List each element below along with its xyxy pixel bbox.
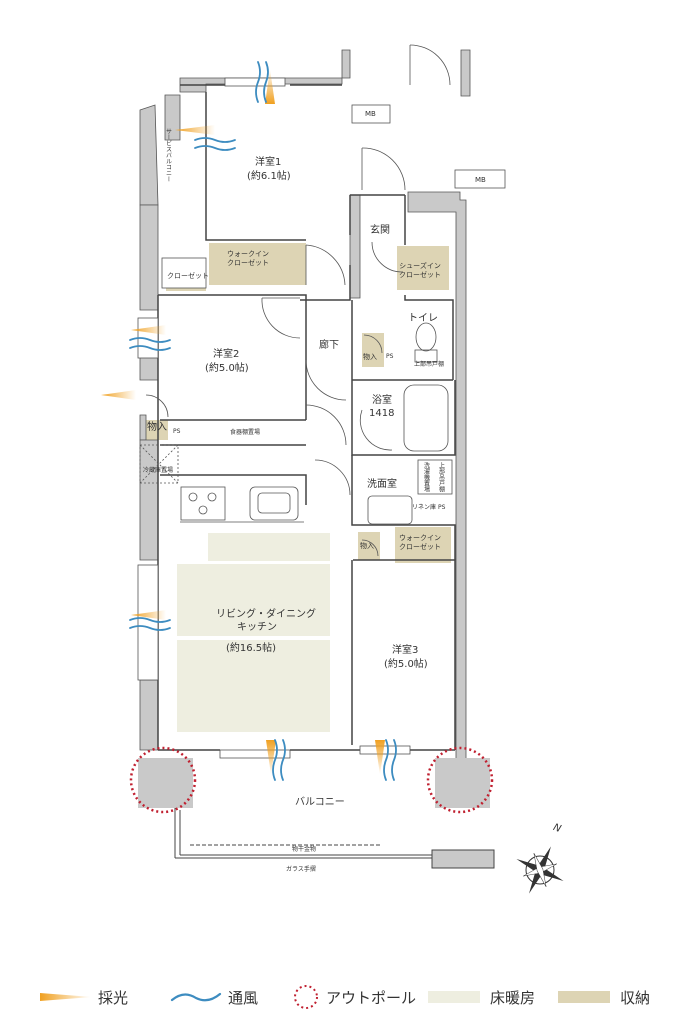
wash-basin-icon	[367, 495, 413, 525]
room-western3-size: (約5.0帖)	[384, 659, 428, 670]
stove-icon	[180, 486, 226, 521]
legend-wind: 通風	[170, 982, 258, 1012]
room-entrance: 玄関	[370, 225, 390, 236]
fixture-ps-1: PS	[173, 428, 181, 435]
room-western1-size: (約6.1帖)	[247, 171, 291, 182]
room-ldk-name2: キッチン	[237, 622, 277, 633]
room-balcony: バルコニー	[295, 797, 345, 808]
outpoles	[129, 746, 494, 814]
fixture-glass-rail: ガラス手摺	[286, 866, 316, 873]
storage-toilet-shelf: 上部吊戸棚	[414, 361, 445, 368]
sink-icon	[249, 486, 299, 521]
legend-floor-heating-label: 床暖房	[490, 988, 536, 1007]
legend-storage-label: 収納	[620, 988, 651, 1007]
room-western1-name: 洋室1	[255, 157, 282, 168]
room-bath-size: 1418	[369, 408, 395, 419]
floor-plan	[101, 44, 564, 894]
light-arrows	[101, 69, 385, 775]
storage-wic3: ウォークイン クローゼット	[399, 534, 441, 551]
legend-light-label: 採光	[98, 988, 129, 1007]
fixture-laundry-pole: 物干金物	[292, 846, 317, 853]
walls	[139, 49, 471, 761]
floor-heating-swatch-icon	[428, 991, 480, 1003]
light-arrow-icon	[40, 993, 92, 1001]
storage-linen: リネン庫	[412, 504, 437, 511]
storage-washer: 洗濯機置場	[422, 462, 430, 492]
wind-icon	[170, 992, 222, 1002]
floor-heating-zones	[177, 533, 330, 732]
storage-zones	[146, 243, 451, 563]
legend-storage: 収納	[558, 982, 650, 1012]
fixture-fridge: 冷蔵庫置場	[143, 467, 174, 474]
outpole-icon	[294, 985, 318, 1009]
room-bath-name: 浴室	[372, 395, 392, 406]
legend-outpole-label: アウトポール	[326, 988, 417, 1007]
bathtub-icon	[403, 384, 449, 452]
room-ldk-name1: リビング・ダイニング	[216, 609, 316, 620]
storage-storage-toilet: 物入	[363, 353, 377, 361]
storage-swatch-icon	[558, 991, 610, 1003]
storage-wic1: ウォークイン クローゼット	[227, 250, 269, 267]
balcony	[174, 808, 495, 869]
legend: 採光 通風 アウトポール 床暖房 収納	[0, 982, 683, 1012]
fixture-mb1: MB	[365, 110, 376, 118]
legend-wind-label: 通風	[228, 988, 259, 1007]
fixture-ps-2: PS	[386, 353, 394, 360]
room-washroom: 洗面室	[367, 479, 397, 490]
room-western3-name: 洋室3	[392, 645, 419, 656]
windows	[137, 77, 506, 759]
toilet-icon	[415, 322, 437, 352]
room-ldk-size: (約16.5帖)	[226, 643, 277, 654]
room-hallway: 廊下	[319, 340, 339, 351]
fixtures	[139, 322, 453, 525]
room-western2-size: (約5.0帖)	[205, 363, 249, 374]
storage-storage-wash: 物入	[360, 542, 374, 550]
storage-wash-upper: 上部吊戸棚	[437, 462, 445, 492]
room-western2-name: 洋室2	[213, 349, 240, 360]
legend-light: 採光	[40, 982, 128, 1012]
doors	[145, 44, 451, 557]
room-toilet: トイレ	[408, 313, 438, 324]
wind-marks	[129, 61, 397, 781]
storage-closet: クローゼット	[167, 272, 209, 280]
compass-icon	[516, 846, 564, 894]
storage-storage-w2: 物入	[147, 422, 167, 433]
storage-dish: 食器棚置場	[230, 429, 261, 436]
legend-floor-heating: 床暖房	[428, 982, 535, 1012]
fridge-space	[139, 444, 179, 484]
legend-outpole: アウトポール	[292, 982, 416, 1012]
washer-icon	[417, 459, 453, 495]
fixture-mb2: MB	[475, 176, 486, 184]
storage-shoes: シューズイン クローゼット	[399, 262, 441, 279]
fixture-ps-3: PS	[438, 504, 446, 511]
room-service-balcony: サービスバルコニー	[164, 128, 172, 182]
outpole-right-icon	[426, 746, 494, 814]
outpole-left-icon	[129, 746, 197, 814]
